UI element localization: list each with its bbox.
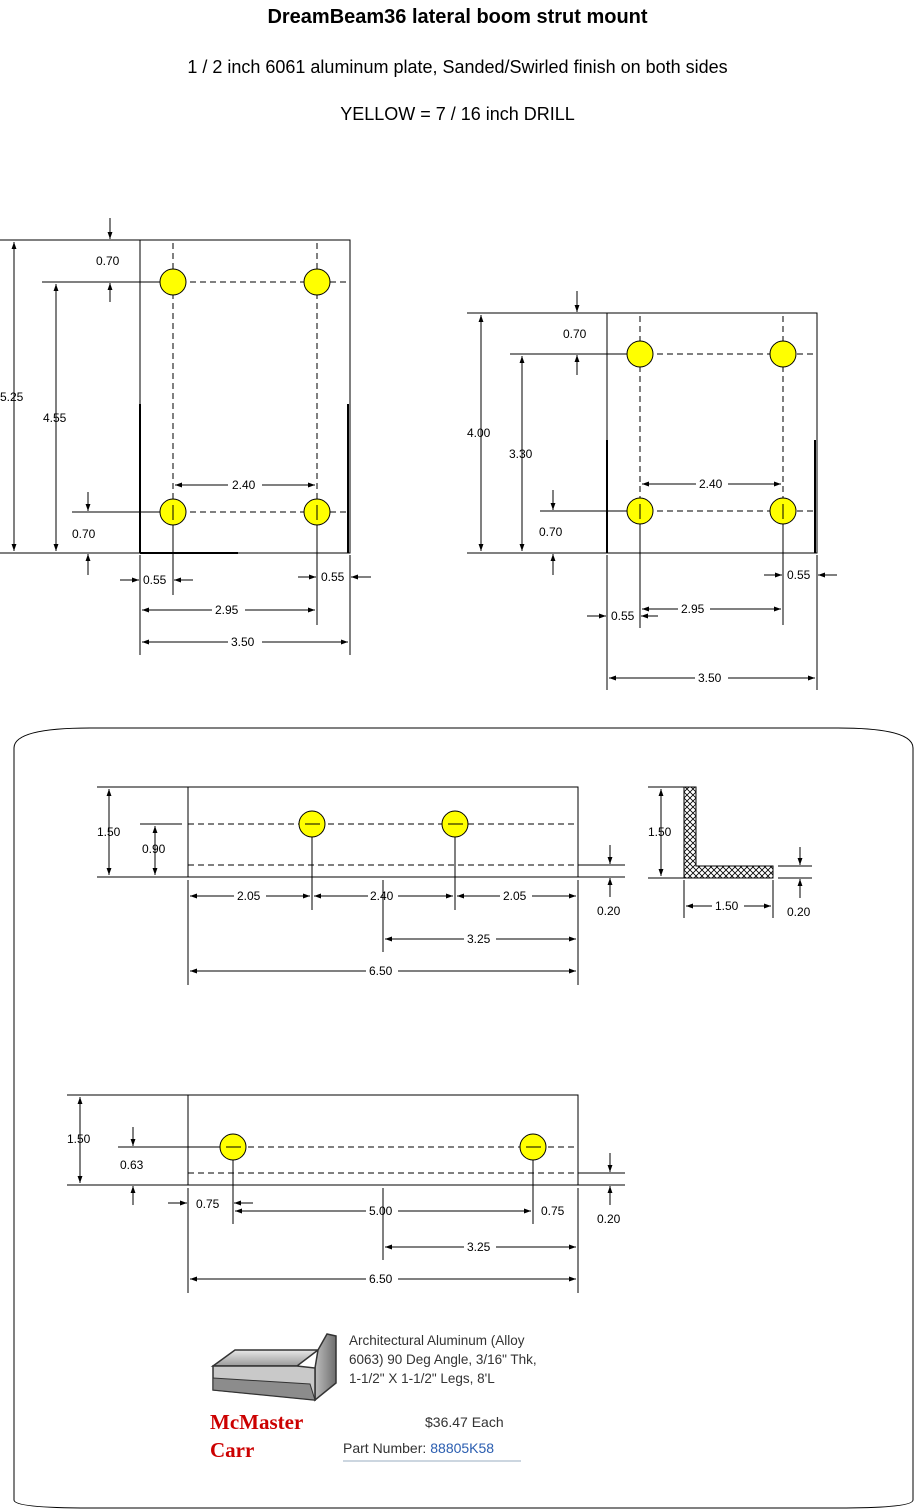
material-note: 1 / 2 inch 6061 aluminum plate, Sanded/S…	[187, 57, 728, 77]
angle-a-length-label: 6.50	[369, 964, 393, 978]
plate-b-bottom-offset-label: 0.70	[539, 525, 563, 539]
plate-a-left-edge-label: 0.55	[143, 573, 167, 587]
plate-b-width-label: 3.50	[698, 671, 722, 685]
plate-b-left-edge-label: 0.55	[611, 609, 635, 623]
angle-a-mid-segment-label: 2.40	[370, 889, 394, 903]
plate-a-top-offset-label: 0.70	[96, 254, 120, 268]
angle-b-hole-spacing-label: 5.00	[369, 1204, 393, 1218]
mcmaster-carr-logo: McMaster Carr	[210, 1410, 304, 1462]
page-title: DreamBeam36 lateral boom strut mount	[267, 6, 648, 28]
angle-section-drawing: 1.50 1.50 0.20	[648, 786, 812, 919]
angle-panel-frame	[13, 727, 914, 1509]
drill-hole	[769, 340, 797, 368]
plate-a-height-label: 5.25	[0, 390, 24, 404]
plate-b-height-label: 4.00	[467, 426, 491, 440]
product-price: $36.47 Each	[425, 1414, 504, 1430]
angle-a-hole-height-label: 0.90	[142, 842, 166, 856]
angle-a-left-segment-label: 2.05	[237, 889, 261, 903]
part-number-row: Part Number:88805K58	[343, 1440, 521, 1462]
plate-a-outline	[139, 239, 351, 554]
plate-a-outer-spacing-label: 2.95	[215, 603, 239, 617]
drill-note: YELLOW = 7 / 16 inch DRILL	[340, 104, 575, 124]
product-card: McMaster Carr Architectural Aluminum (Al…	[205, 1328, 537, 1468]
plate-b-hole-spacing-label: 2.40	[699, 477, 723, 491]
plate-b-top-offset-label: 0.70	[563, 327, 587, 341]
part-number-label: Part Number:	[343, 1440, 427, 1456]
angle-b-height-label: 1.50	[67, 1132, 91, 1146]
drill-hole	[159, 268, 187, 296]
plate-b-outline	[606, 312, 818, 554]
angle-b-left-edge-label: 0.75	[196, 1197, 220, 1211]
angle-b-outline	[187, 1094, 579, 1186]
angle-a-drawing: 1.50 0.90 0.20 2.05 2.40 2.05 3.25 6.50	[97, 786, 625, 985]
plate-a-hole-vertical-label: 4.55	[43, 411, 67, 425]
section-height-label: 1.50	[648, 825, 672, 839]
angle-b-drawing: 1.50 0.63 0.20 0.75 5.00 0.75 3.25 6.50	[67, 1094, 625, 1293]
angle-b-thickness-label: 0.20	[597, 1212, 621, 1226]
product-description: Architectural Aluminum (Alloy 6063) 90 D…	[349, 1333, 537, 1386]
plate-b-hole-vertical-label: 3.30	[509, 447, 533, 461]
section-width-label: 1.50	[715, 899, 739, 913]
angle-b-length-label: 6.50	[369, 1272, 393, 1286]
angle-b-right-edge-label: 0.75	[541, 1204, 565, 1218]
plate-a-width-label: 3.50	[231, 635, 255, 649]
part-number-link[interactable]: 88805K58	[430, 1440, 495, 1456]
angle-b-half-length-label: 3.25	[467, 1240, 491, 1254]
drill-hole	[303, 268, 331, 296]
drill-hole	[626, 340, 654, 368]
section-thickness-label: 0.20	[787, 905, 811, 919]
plate-b-right-edge-label: 0.55	[787, 568, 811, 582]
plate-b-drawing: 4.00 3.30 0.70 0.70 2.40 0.55 0.55 2.95 …	[467, 291, 837, 690]
plate-a-hole-spacing-label: 2.40	[232, 478, 256, 492]
angle-section-profile	[683, 786, 774, 879]
angle-a-height-label: 1.50	[97, 825, 121, 839]
angle-b-hole-height-label: 0.63	[120, 1158, 144, 1172]
angle-a-thickness-label: 0.20	[597, 904, 621, 918]
plate-b-outer-spacing-label: 2.95	[681, 602, 705, 616]
plate-a-bottom-offset-label: 0.70	[72, 527, 96, 541]
angle-a-right-segment-label: 2.05	[503, 889, 527, 903]
angle-a-outline	[187, 786, 579, 878]
angle-a-half-length-label: 3.25	[467, 932, 491, 946]
plate-a-right-edge-label: 0.55	[321, 570, 345, 584]
plate-a-drawing: 5.25 4.55 0.70 0.70 2.40 0.55 0.55 2.95 …	[0, 218, 371, 655]
aluminum-angle-icon	[210, 1333, 337, 1402]
